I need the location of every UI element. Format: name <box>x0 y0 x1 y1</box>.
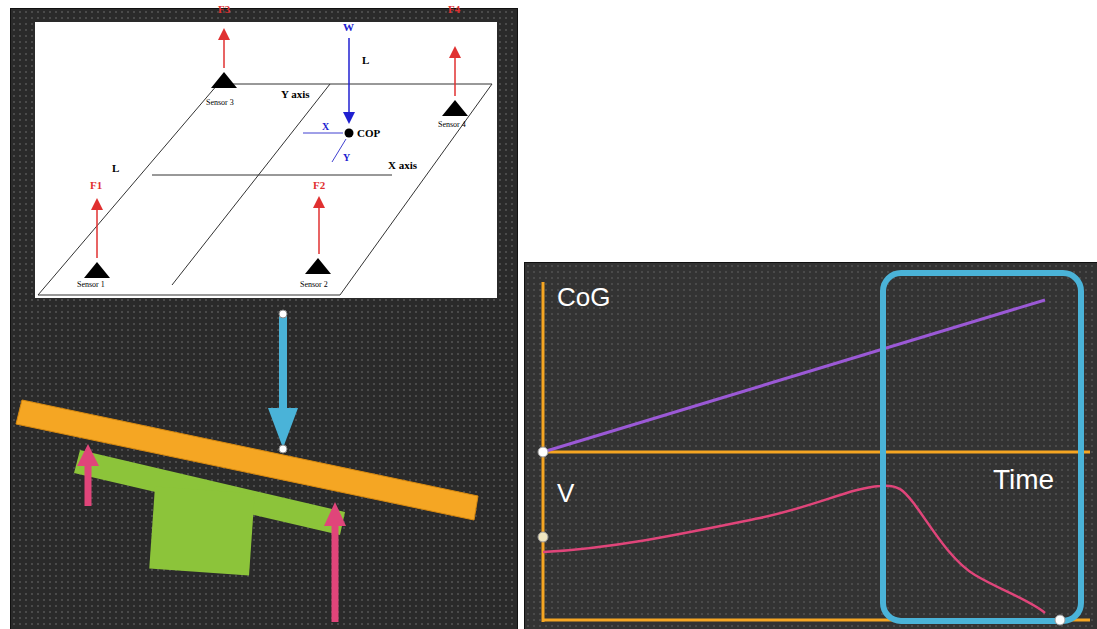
cop-dot <box>345 129 354 138</box>
axis-label: Time <box>993 466 1054 494</box>
chart <box>538 273 1090 625</box>
sensor-label: Sensor 4 <box>438 121 466 129</box>
dimension-label: L <box>112 163 119 174</box>
support-arrow <box>77 444 346 622</box>
force-label: F1 <box>90 180 102 191</box>
sensor-label: Sensor 3 <box>206 99 234 107</box>
load-arrow <box>268 310 298 453</box>
sensor-label: Sensor 2 <box>300 281 328 289</box>
coordinate-line <box>303 133 346 162</box>
weight-label: W <box>343 22 354 33</box>
point-label: COP <box>357 128 380 139</box>
force-label: F4 <box>448 4 460 15</box>
force-plate <box>38 84 492 295</box>
axis-label: V <box>557 480 574 506</box>
dimension-label: L <box>362 55 369 66</box>
dark-panel <box>524 262 1097 629</box>
force-label: F2 <box>313 180 325 191</box>
coordinate-label: X <box>322 122 329 132</box>
coordinate-label: Y <box>343 153 350 163</box>
seesaw <box>16 400 478 575</box>
axis-label: CoG <box>557 284 610 310</box>
force-arrow <box>97 34 455 258</box>
axis-label: Y axis <box>281 89 310 100</box>
axis-label: X axis <box>388 160 417 171</box>
figure-ground <box>35 22 497 298</box>
sensor-label: Sensor 1 <box>77 281 105 289</box>
weight-arrow <box>348 38 350 118</box>
sensor-symbol <box>84 72 468 278</box>
force-label: F3 <box>218 4 230 15</box>
